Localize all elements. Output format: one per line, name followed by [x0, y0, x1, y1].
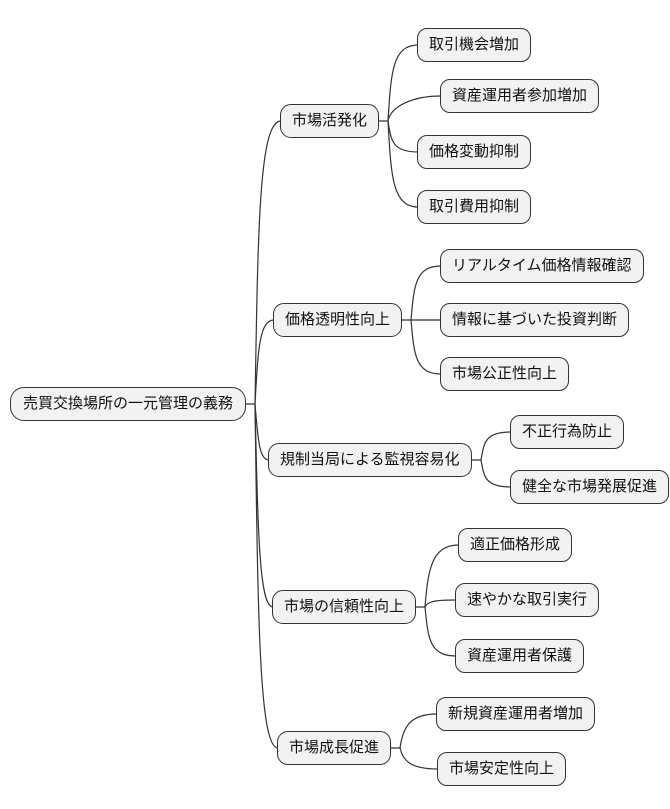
mindmap-leaf-node: 取引機会増加 [417, 28, 532, 62]
connector-edge [424, 544, 460, 608]
connector-edge [424, 606, 457, 657]
connector-edge [410, 265, 442, 321]
connector-edge [254, 120, 282, 405]
connector-edge [410, 319, 442, 375]
mindmap-branch-node: 市場の信頼性向上 [272, 590, 417, 624]
connector-edge [480, 459, 512, 488]
mindmap-branch-node: 規制当局による監視容易化 [268, 443, 472, 477]
connector-edge [387, 120, 419, 208]
connector-edge [480, 431, 512, 461]
mindmap-leaf-node: 速やかな取引実行 [455, 583, 600, 617]
mindmap-leaf-node: 価格変動抑制 [417, 135, 532, 169]
connector-edge [387, 120, 419, 153]
connector-edge [399, 713, 438, 749]
mindmap-branch-node: 価格透明性向上 [273, 303, 403, 337]
mindmap-leaf-node: 取引費用抑制 [417, 190, 532, 224]
mindmap-root-node: 売買交換場所の一元管理の義務 [10, 387, 247, 421]
mindmap-leaf-node: 市場安定性向上 [437, 752, 567, 786]
connector-edge [399, 747, 439, 770]
mindmap-branch-node: 市場成長促進 [277, 731, 392, 765]
mindmap-branch-node: 市場活発化 [280, 104, 380, 138]
mindmap-leaf-node: 健全な市場発展促進 [510, 470, 670, 504]
mindmap-leaf-node: リアルタイム価格情報確認 [440, 249, 644, 283]
mindmap-leaf-node: 資産運用者参加増加 [440, 79, 600, 113]
mindmap-leaf-node: 市場公正性向上 [440, 357, 570, 391]
connector-edge [254, 403, 270, 461]
mindmap-leaf-node: 適正価格形成 [458, 528, 573, 562]
mindmap-leaf-node: 新規資産運用者増加 [436, 697, 596, 731]
connector-edge [254, 403, 279, 749]
connector-edge [387, 44, 419, 122]
connector-edge [424, 599, 457, 608]
mindmap-leaf-node: 資産運用者保護 [455, 639, 585, 673]
connector-edge [387, 95, 442, 122]
connector-edge [254, 319, 275, 405]
mindmap-leaf-node: 情報に基づいた投資判断 [440, 303, 630, 337]
mindmap-leaf-node: 不正行為防止 [510, 415, 625, 449]
